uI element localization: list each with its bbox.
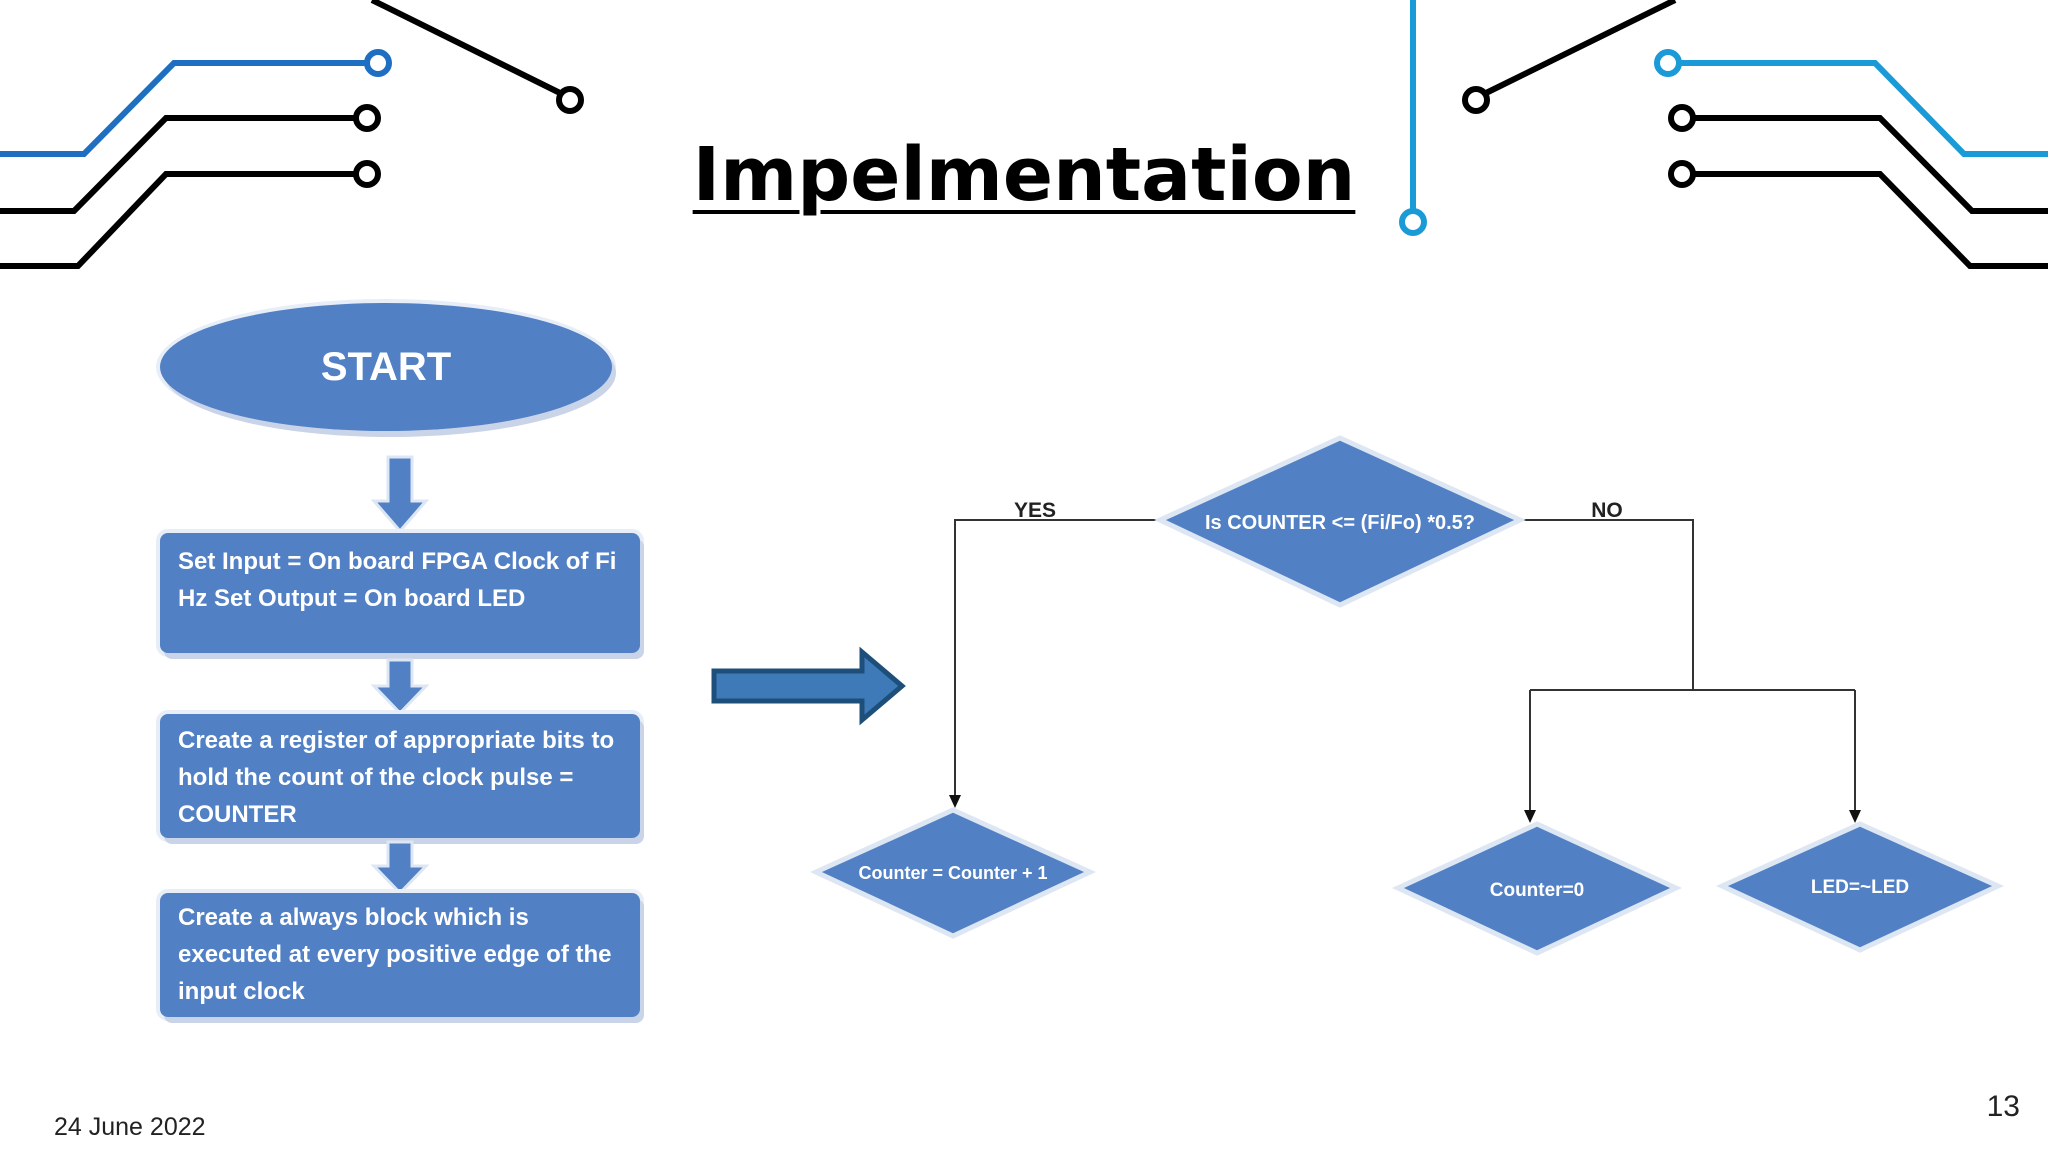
no-label: NO [1591, 499, 1623, 522]
decision-diamond [1154, 435, 1526, 608]
led-toggle-text: LED=~LED [1811, 877, 1909, 898]
circuit-trace-blue-right [1680, 60, 2048, 157]
circuit-node-icon [1462, 86, 1490, 114]
circuit-trace-black-right-1 [1694, 115, 2048, 214]
counter-reset-diamond [1392, 821, 1682, 956]
connector-lines [954, 519, 1856, 812]
circuit-trace-blue-left [0, 60, 366, 157]
decision-text: Is COUNTER <= (Fi/Fo) *0.5? [1205, 512, 1475, 534]
start-label: START [320, 344, 452, 389]
step-always-block: Create a always block which is executed … [160, 893, 640, 1017]
right-arrow-icon [711, 646, 906, 726]
circuit-trace-diagonal-right [1484, 0, 1677, 96]
circuit-trace-black-left-1 [0, 115, 354, 214]
slide-date: 24 June 2022 [54, 1113, 206, 1141]
start-terminal: START [160, 303, 612, 431]
slide-title: Impelmentation [0, 132, 2048, 218]
step-create-register: Create a register of appropriate bits to… [160, 714, 640, 838]
step-text: Set Input = On board FPGA Clock of Fi Hz… [178, 548, 617, 612]
yes-label: YES [1014, 499, 1056, 522]
page-number: 13 [1986, 1090, 2020, 1123]
step-text: Create a always block which is executed … [178, 904, 612, 1005]
circuit-node-icon [556, 86, 584, 114]
slide-title-text: Impelmentation [692, 132, 1356, 218]
circuit-node-icon [1668, 160, 1696, 188]
circuit-node-icon [353, 104, 381, 132]
step-set-io: Set Input = On board FPGA Clock of Fi Hz… [160, 533, 640, 653]
circuit-node-icon [1668, 104, 1696, 132]
circuit-node-icon [1654, 49, 1682, 77]
circuit-node-icon [353, 160, 381, 188]
counter-reset-text: Counter=0 [1490, 880, 1585, 901]
circuit-node-icon [1399, 208, 1427, 236]
led-toggle-diamond [1715, 821, 2005, 953]
circuit-trace-diagonal-left [370, 0, 562, 96]
down-arrow-icon [370, 658, 430, 716]
circuit-trace-black-right-2 [1694, 171, 2048, 269]
down-arrow-icon [370, 455, 430, 534]
circuit-node-icon [364, 49, 392, 77]
yes-action-diamond [810, 807, 1096, 939]
yes-action-text: Counter = Counter + 1 [858, 863, 1047, 883]
down-arrow-icon [370, 840, 430, 896]
arrowheads [949, 795, 1861, 823]
circuit-trace-black-left-2 [0, 171, 354, 269]
step-text: Create a register of appropriate bits to… [178, 727, 615, 828]
